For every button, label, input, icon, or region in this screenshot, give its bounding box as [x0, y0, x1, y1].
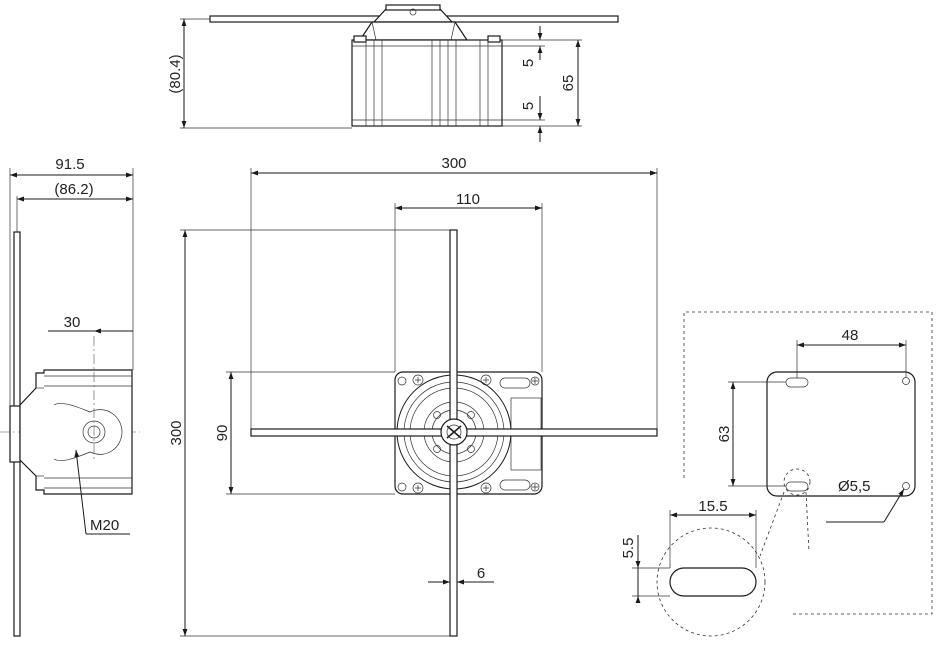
dim-front-body-height: 90: [214, 425, 231, 442]
side-view: 91.5 (86.2) 30 M20: [0, 156, 140, 637]
dim-detail-hole-spacing: 48: [842, 327, 859, 344]
dim-top-lower-gap: 5: [520, 102, 537, 110]
dim-side-axis-offset: 30: [64, 314, 81, 331]
dim-slot-length: 15.5: [698, 498, 727, 515]
top-body: [351, 39, 503, 127]
detail-slot: [669, 567, 757, 597]
dim-detail-hole-diameter: Ø5,5: [838, 478, 871, 495]
dim-side-thread: M20: [90, 517, 119, 534]
dim-top-upper-gap: 5: [520, 59, 537, 67]
dim-side-body: (86.2): [54, 181, 93, 198]
detail-magnifier: [656, 527, 766, 637]
top-hub: [372, 8, 454, 23]
top-view: (80.4) 5 5 65: [167, 4, 619, 142]
dim-front-height: 300: [168, 420, 185, 445]
dim-front-body-width: 110: [456, 191, 480, 208]
dim-side-overall: 91.5: [55, 156, 84, 173]
dim-rod-width: 6: [477, 565, 485, 582]
detail-view: 48 63 Ø5,5 15.5 5.5: [620, 311, 933, 637]
dim-slot-width: 5.5: [620, 538, 637, 559]
detail-plate: [766, 371, 916, 497]
dim-top-height: (80.4): [167, 54, 184, 93]
front-view: 300 110 300 90 6: [168, 155, 658, 637]
dim-detail-vertical: 63: [716, 426, 733, 443]
dim-front-width: 300: [441, 155, 466, 172]
side-body: [19, 369, 133, 495]
dim-top-body-height: 65: [560, 75, 577, 92]
